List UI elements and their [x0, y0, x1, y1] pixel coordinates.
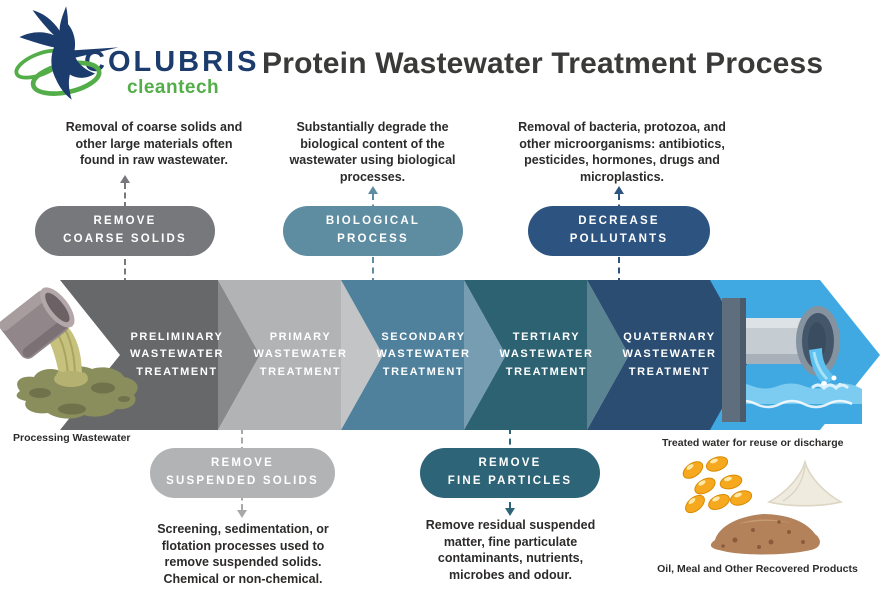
down-arrow-icon	[505, 508, 515, 516]
note-remove-coarse-solids: Removal of coarse solids and other large…	[65, 120, 243, 167]
recovered-products-icon	[682, 456, 844, 555]
up-arrow-icon	[368, 186, 378, 194]
hummingbird-logo-icon	[14, 6, 119, 100]
treatment-flow: PRELIMINARY WASTEWATER TREATMENT PRIMARY…	[0, 280, 880, 430]
caption-treated-water: Treated water for reuse or discharge	[662, 437, 844, 449]
note-decrease-pollutants: Removal of bacteria, protozoa, and other…	[518, 120, 726, 184]
note-remove-fine-particles: Remove residual suspended matter, fine p…	[425, 518, 596, 582]
treated-water-pipe-icon	[722, 298, 862, 424]
pill-decrease-pollutants: DECREASE POLLUTANTS	[528, 206, 710, 256]
up-arrow-icon	[120, 175, 130, 183]
caption-processing-wastewater: Processing Wastewater	[13, 432, 131, 444]
brand-name: COLUBRIS	[84, 46, 260, 78]
page-title: Protein Wastewater Treatment Process	[262, 47, 824, 80]
note-remove-suspended-solids: Screening, sedimentation, or flotation p…	[157, 522, 329, 586]
pill-remove-coarse-solids: REMOVE COARSE SOLIDS	[35, 206, 215, 256]
pill-remove-fine-particles: REMOVE FINE PARTICLES	[420, 448, 600, 498]
brand-tagline: cleantech	[127, 77, 220, 98]
wastewater-pour-icon	[0, 287, 138, 419]
up-arrow-icon	[614, 186, 624, 194]
down-arrow-icon	[237, 510, 247, 518]
note-biological-process: Substantially degrade the biological con…	[289, 120, 456, 184]
stage-primary: PRIMARY WASTEWATER TREATMENT	[218, 280, 383, 430]
caption-recovered-products: Oil, Meal and Other Recovered Products	[657, 563, 858, 575]
pill-remove-suspended-solids: REMOVE SUSPENDED SOLIDS	[150, 448, 335, 498]
pill-biological-process: BIOLOGICAL PROCESS	[283, 206, 463, 256]
